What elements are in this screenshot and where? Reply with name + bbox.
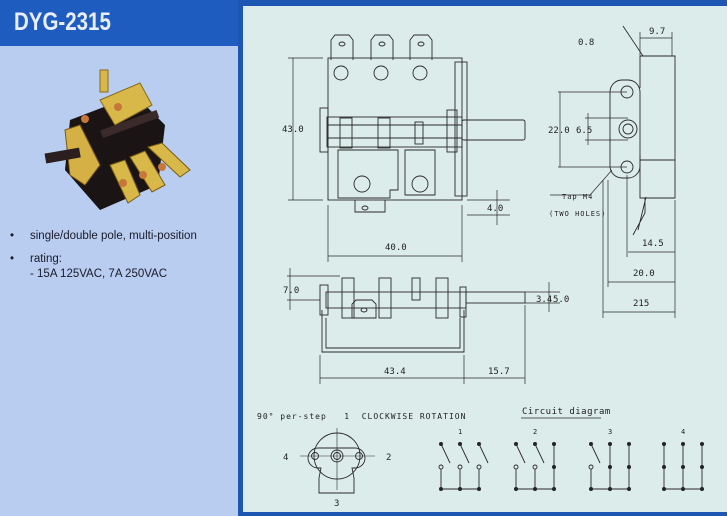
- feature-text: - 15A 125VAC, 7A 250VAC: [30, 268, 168, 280]
- contact-open: [532, 464, 538, 470]
- open-switch: [534, 443, 545, 464]
- bullet: •: [10, 230, 15, 242]
- feature-rating: • rating:: [10, 253, 62, 265]
- note-tap: Tap M4: [562, 193, 593, 201]
- position-2-label: 2: [386, 453, 391, 463]
- contact-dot: [608, 465, 612, 469]
- dim-tab-width: 9.7: [649, 27, 665, 37]
- dim-tab-thickness: 0.8: [578, 38, 594, 48]
- dim-side-offset: 7.0: [283, 286, 299, 296]
- dim-20-0: 20.0: [633, 269, 655, 279]
- note-two-holes: (TWO HOLES): [549, 210, 606, 218]
- open-switch: [459, 443, 470, 464]
- contact-open: [588, 464, 594, 470]
- feature-text: rating:: [30, 253, 62, 265]
- front-view-drawing: [288, 34, 526, 262]
- feature-poles: • single/double pole, multi-position: [10, 230, 197, 242]
- circuit-position-label: 2: [533, 428, 537, 436]
- end-view-drawing: [550, 25, 676, 318]
- dim-shaft-flat: 3.4: [536, 295, 552, 305]
- open-switch: [440, 443, 451, 464]
- contact-dot: [552, 465, 556, 469]
- contact-dot: [662, 465, 666, 469]
- rotation-diagram: [300, 428, 375, 494]
- circuit-diagram-title: Circuit diagram: [522, 407, 611, 417]
- contact-open: [476, 464, 482, 470]
- circuit-position-label: 1: [458, 428, 462, 436]
- open-switch: [515, 443, 526, 464]
- dim-215: 215: [633, 299, 649, 309]
- contact-open: [457, 464, 463, 470]
- dim-front-width: 40.0: [385, 243, 407, 253]
- contact-dot: [700, 465, 704, 469]
- terminal: [330, 34, 354, 81]
- position-4-label: 4: [283, 453, 288, 463]
- dim-body-length: 43.4: [384, 367, 406, 377]
- dim-front-height: 43.0: [282, 125, 304, 135]
- dim-shaft-flat-end: 6.5: [576, 126, 592, 136]
- circuit-diagrams: 1 2 3 4: [438, 428, 704, 491]
- feature-text: single/double pole, multi-position: [30, 230, 197, 242]
- terminal: [370, 34, 394, 81]
- dim-front-tab: 4.0: [487, 204, 503, 214]
- dim-hole-spacing: 22.0: [548, 126, 570, 136]
- open-switch: [590, 443, 601, 464]
- circuit-position-label: 4: [681, 428, 685, 436]
- rotation-note: 90° per-step 1 CLOCKWISE ROTATION: [257, 412, 466, 421]
- dim-14-5: 14.5: [642, 239, 664, 249]
- contact-open: [513, 464, 519, 470]
- product-title: DYG-2315: [14, 8, 111, 36]
- contact-dot: [681, 465, 685, 469]
- contact-open: [438, 464, 444, 470]
- dim-shaft-dia: 5.0: [553, 295, 569, 305]
- feature-rating-value: - 15A 125VAC, 7A 250VAC: [10, 268, 167, 280]
- bullet: •: [10, 253, 15, 265]
- technical-drawing-panel: 43.0 40.0 4.0 7.0 3.4 5.0 43.4 15.7 0.8 …: [243, 6, 727, 512]
- terminal: [409, 34, 433, 81]
- side-view-drawing: [287, 268, 560, 384]
- product-info-panel: DYG-2315 • single/double pole, multi-posi…: [0, 0, 238, 516]
- open-switch: [478, 443, 489, 464]
- position-3-label: 3: [334, 499, 339, 509]
- title-bar: DYG-2315: [0, 0, 238, 46]
- circuit-position-label: 3: [608, 428, 612, 436]
- contact-dot: [627, 465, 631, 469]
- dim-shaft-length: 15.7: [488, 367, 510, 377]
- product-photo: [44, 69, 191, 210]
